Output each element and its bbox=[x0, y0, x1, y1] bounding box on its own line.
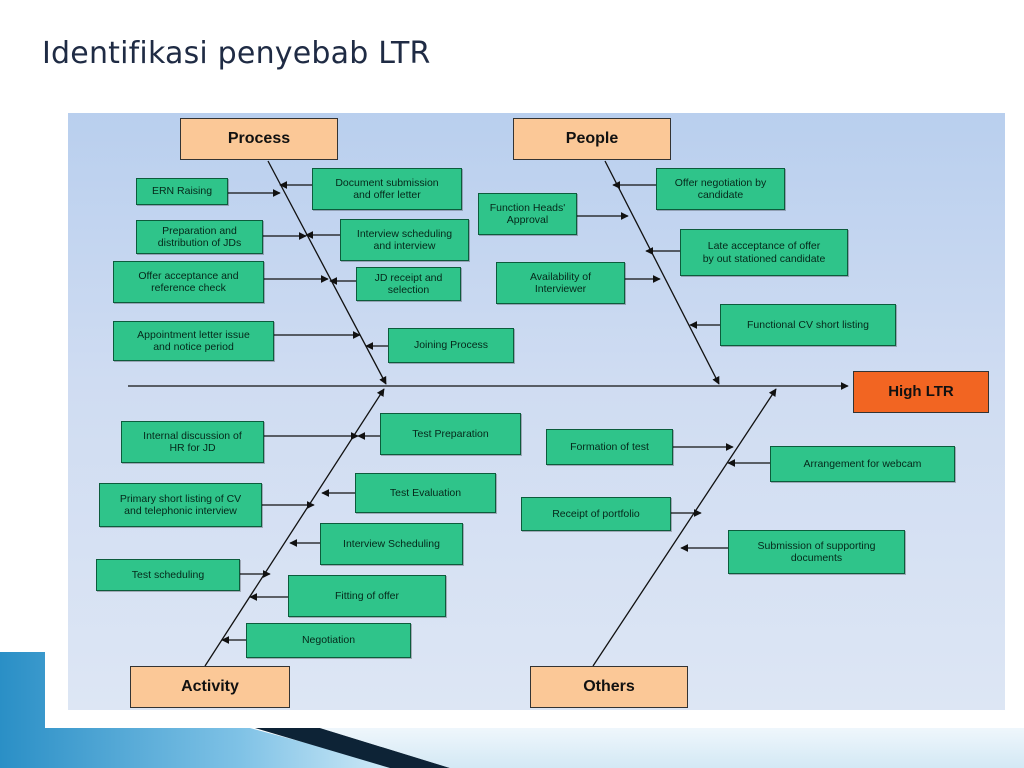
footer-blue-wave bbox=[0, 652, 400, 768]
cause-formation-test: Formation of test bbox=[546, 429, 673, 465]
footer-decoration bbox=[0, 652, 1024, 768]
cause-preparation-jds: Preparation and distribution of JDs bbox=[136, 220, 263, 254]
people-bone bbox=[604, 160, 720, 385]
slide-title: Identifikasi penyebab LTR bbox=[42, 36, 431, 71]
cause-internal-discussion: Internal discussion of HR for JD bbox=[121, 421, 264, 463]
category-people: People bbox=[513, 118, 671, 160]
footer-dark-streak bbox=[255, 728, 450, 768]
cause-ern-raising: ERN Raising bbox=[136, 178, 228, 205]
cause-offer-negotiation: Offer negotiation by candidate bbox=[656, 168, 785, 210]
cause-submission-documents: Submission of supporting documents bbox=[728, 530, 905, 574]
cause-primary-shortlisting: Primary short listing of CV and telephon… bbox=[99, 483, 262, 527]
cause-interview-scheduling: Interview scheduling and interview bbox=[340, 219, 469, 261]
effect-high-ltr: High LTR bbox=[853, 371, 989, 413]
cause-jd-receipt: JD receipt and selection bbox=[356, 267, 461, 301]
category-process: Process bbox=[180, 118, 338, 160]
cause-joining-process: Joining Process bbox=[388, 328, 514, 363]
cause-late-acceptance: Late acceptance of offer by out statione… bbox=[680, 229, 848, 276]
cause-availability: Availability of Interviewer bbox=[496, 262, 625, 304]
category-others: Others bbox=[530, 666, 688, 708]
cause-interview-scheduling-activity: Interview Scheduling bbox=[320, 523, 463, 565]
cause-test-preparation: Test Preparation bbox=[380, 413, 521, 455]
cause-functional-cv: Functional CV short listing bbox=[720, 304, 896, 346]
others-bone bbox=[592, 388, 777, 667]
fishbone-diagram: Process People Activity Others High LTR … bbox=[68, 113, 1005, 710]
cause-appointment-letter: Appointment letter issue and notice peri… bbox=[113, 321, 274, 361]
footer-light-streak bbox=[320, 728, 1024, 768]
fishbone-lines bbox=[128, 160, 849, 667]
cause-function-heads: Function Heads' Approval bbox=[478, 193, 577, 235]
cause-document-submission: Document submission and offer letter bbox=[312, 168, 462, 210]
cause-negotiation: Negotiation bbox=[246, 623, 411, 658]
cause-fitting-offer: Fitting of offer bbox=[288, 575, 446, 617]
cause-receipt-portfolio: Receipt of portfolio bbox=[521, 497, 671, 531]
cause-offer-acceptance: Offer acceptance and reference check bbox=[113, 261, 264, 303]
cause-test-scheduling: Test scheduling bbox=[96, 559, 240, 591]
cause-test-evaluation: Test Evaluation bbox=[355, 473, 496, 513]
category-activity: Activity bbox=[130, 666, 290, 708]
cause-arrangement-webcam: Arrangement for webcam bbox=[770, 446, 955, 482]
